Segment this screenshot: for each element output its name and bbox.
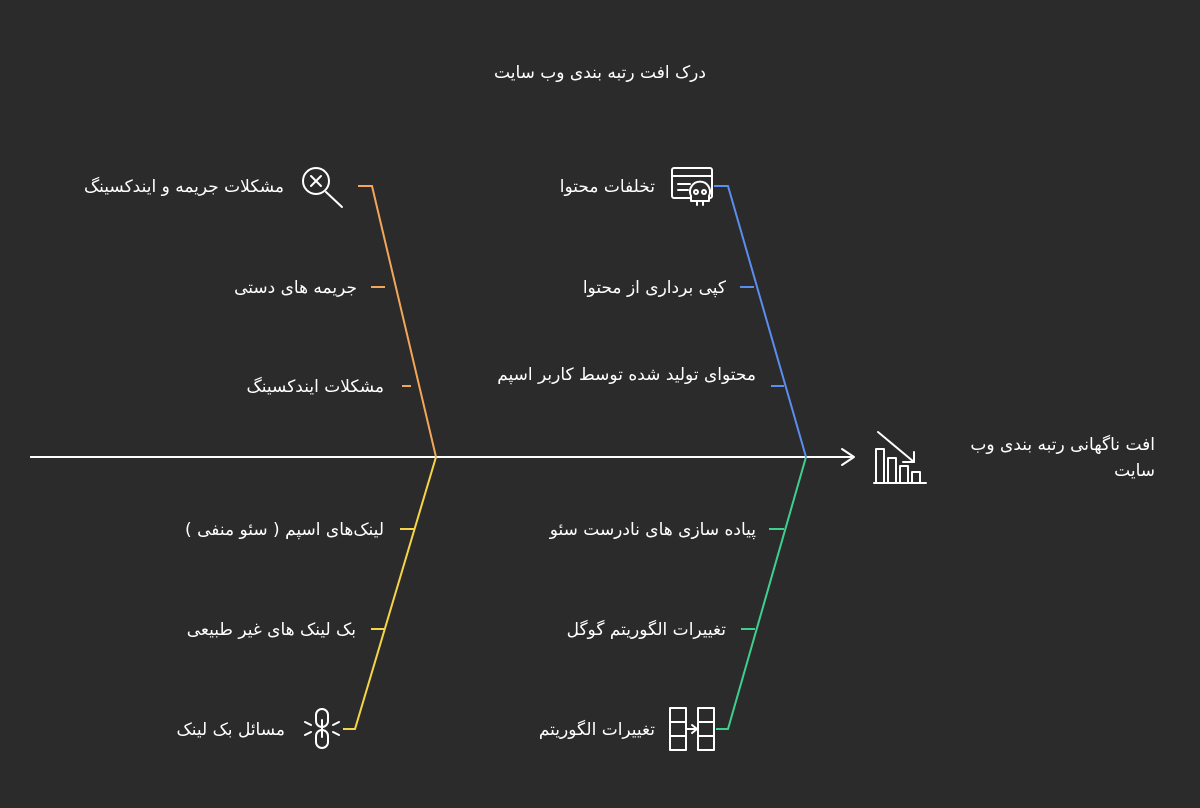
cause-content-copying: کپی برداری از محتوا bbox=[582, 278, 726, 298]
bone-links bbox=[343, 456, 437, 730]
algorithm-grid-icon bbox=[669, 707, 715, 751]
cause-spam-ugc: محتوای تولید شده توسط کاربر اسپم bbox=[497, 365, 756, 385]
cause-unnatural-backlinks: بک لینک های غیر طبیعی bbox=[186, 620, 356, 640]
spine-arrowhead bbox=[841, 448, 855, 466]
declining-bar-chart-icon bbox=[873, 431, 927, 484]
category-label-algorithm: تغییرات الگوریتم bbox=[538, 720, 655, 740]
cause-spam-links: لینک‌های اسپم ( سئو منفی ) bbox=[185, 520, 384, 540]
cause-indexing-issues: مشکلات ایندکسینگ bbox=[246, 377, 384, 397]
bone-algorithm bbox=[716, 456, 807, 730]
search-error-icon bbox=[302, 167, 343, 208]
effect-label: افت ناگهانی رتبه بندی وب سایت bbox=[970, 435, 1155, 481]
category-label-content: تخلفات محتوا bbox=[559, 177, 655, 197]
cause-manual-penalties: جریمه های دستی bbox=[234, 278, 357, 298]
document-skull-icon bbox=[671, 167, 713, 206]
category-label-crawl: مشکلات جریمه و ایندکسینگ bbox=[83, 177, 284, 197]
broken-link-icon bbox=[304, 708, 340, 749]
cause-incorrect-seo: پیاده سازی های نادرست سئو bbox=[549, 520, 756, 540]
cause-google-algorithm-changes: تغییرات الگوریتم گوگل bbox=[566, 620, 726, 640]
diagram-title: درک افت رتبه بندی وب سایت bbox=[494, 63, 706, 83]
category-label-links: مسائل بک لینک bbox=[176, 720, 285, 740]
bone-crawl bbox=[358, 185, 437, 458]
bone-content bbox=[714, 185, 807, 458]
